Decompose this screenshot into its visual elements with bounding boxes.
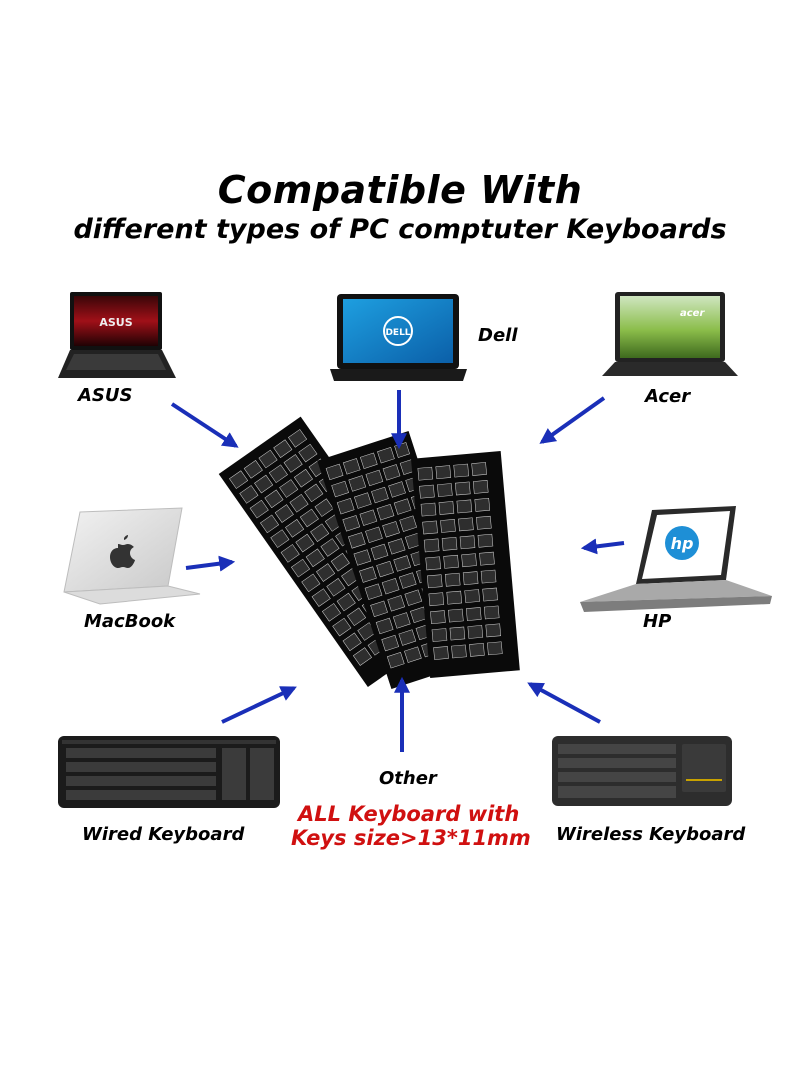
note-line-1: ALL Keyboard with [298,802,520,826]
arrow-acer [539,396,606,444]
arrow-asus [170,402,239,448]
label-macbook: MacBook [84,611,176,632]
arrow-wired [221,686,297,724]
svg-text:ASUS: ASUS [99,316,132,329]
hp-laptop-image: hp [580,506,772,612]
arrow-wireless [527,682,601,724]
svg-text:acer: acer [680,308,705,319]
arrow-macbook [185,555,236,572]
acer-laptop-image: acer [602,292,738,376]
page-subtitle: different types of PC comptuter Keyboard… [73,214,727,245]
label-wireless-keyboard: Wireless Keyboard [556,824,746,845]
svg-text:DELL: DELL [385,328,410,338]
label-wired-keyboard: Wired Keyboard [82,824,245,845]
label-hp: HP [643,611,672,632]
keyboard-sticker-sheets [218,416,520,689]
label-acer: Acer [645,386,691,407]
label-asus: ASUS [78,385,133,406]
label-dell: Dell [478,325,518,346]
asus-laptop-image: ASUS [58,292,176,378]
svg-text:hp: hp [671,534,694,553]
wired-keyboard-image [58,736,280,808]
label-other: Other [379,768,437,789]
dell-laptop-image: DELL [330,294,467,381]
macbook-image [63,507,201,605]
arrow-hp [580,538,625,555]
wireless-keyboard-image [552,736,732,806]
page-title: Compatible With [217,168,583,212]
note-line-2: Keys size>13*11mm [291,826,531,850]
